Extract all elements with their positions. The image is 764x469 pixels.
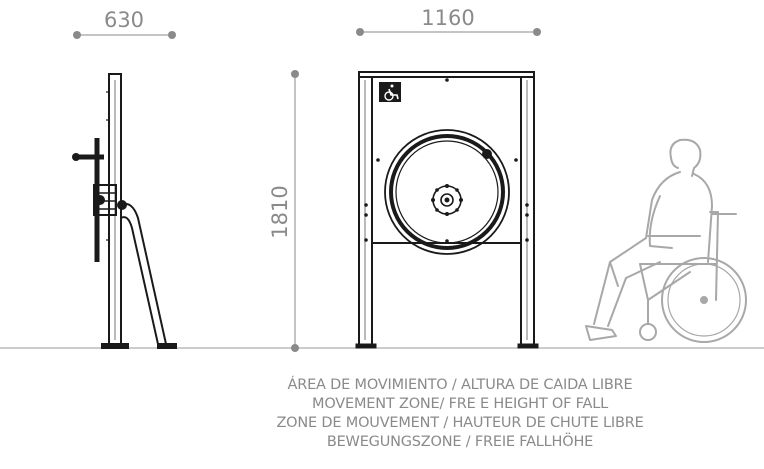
height-label: 1810 [268,185,292,238]
height-dimension: 1810 [268,70,299,352]
front-view [355,71,539,349]
width-dimension: 1160 [356,6,541,36]
width-label: 1160 [421,6,474,30]
movement-zone-caption: ÁREA DE MOVIMIENTO / ALTURA DE CAIDA LIB… [160,376,760,452]
caption-line-fr: ZONE DE MOUVEMENT / HAUTEUR DE CHUTE LIB… [276,415,644,431]
depth-label: 630 [104,8,144,32]
caption-line-en: MOVEMENT ZONE/ FRE E HEIGHT OF FALL [312,396,608,412]
wheelchair-user-figure [585,138,747,343]
depth-dimension: 630 [73,8,176,39]
caption-line-de: BEWEGUNGSZONE / FREIE FALLHÖHE [326,434,594,450]
side-view [72,73,177,349]
caption-line-es: ÁREA DE MOVIMIENTO / ALTURA DE CAIDA LIB… [287,377,633,393]
